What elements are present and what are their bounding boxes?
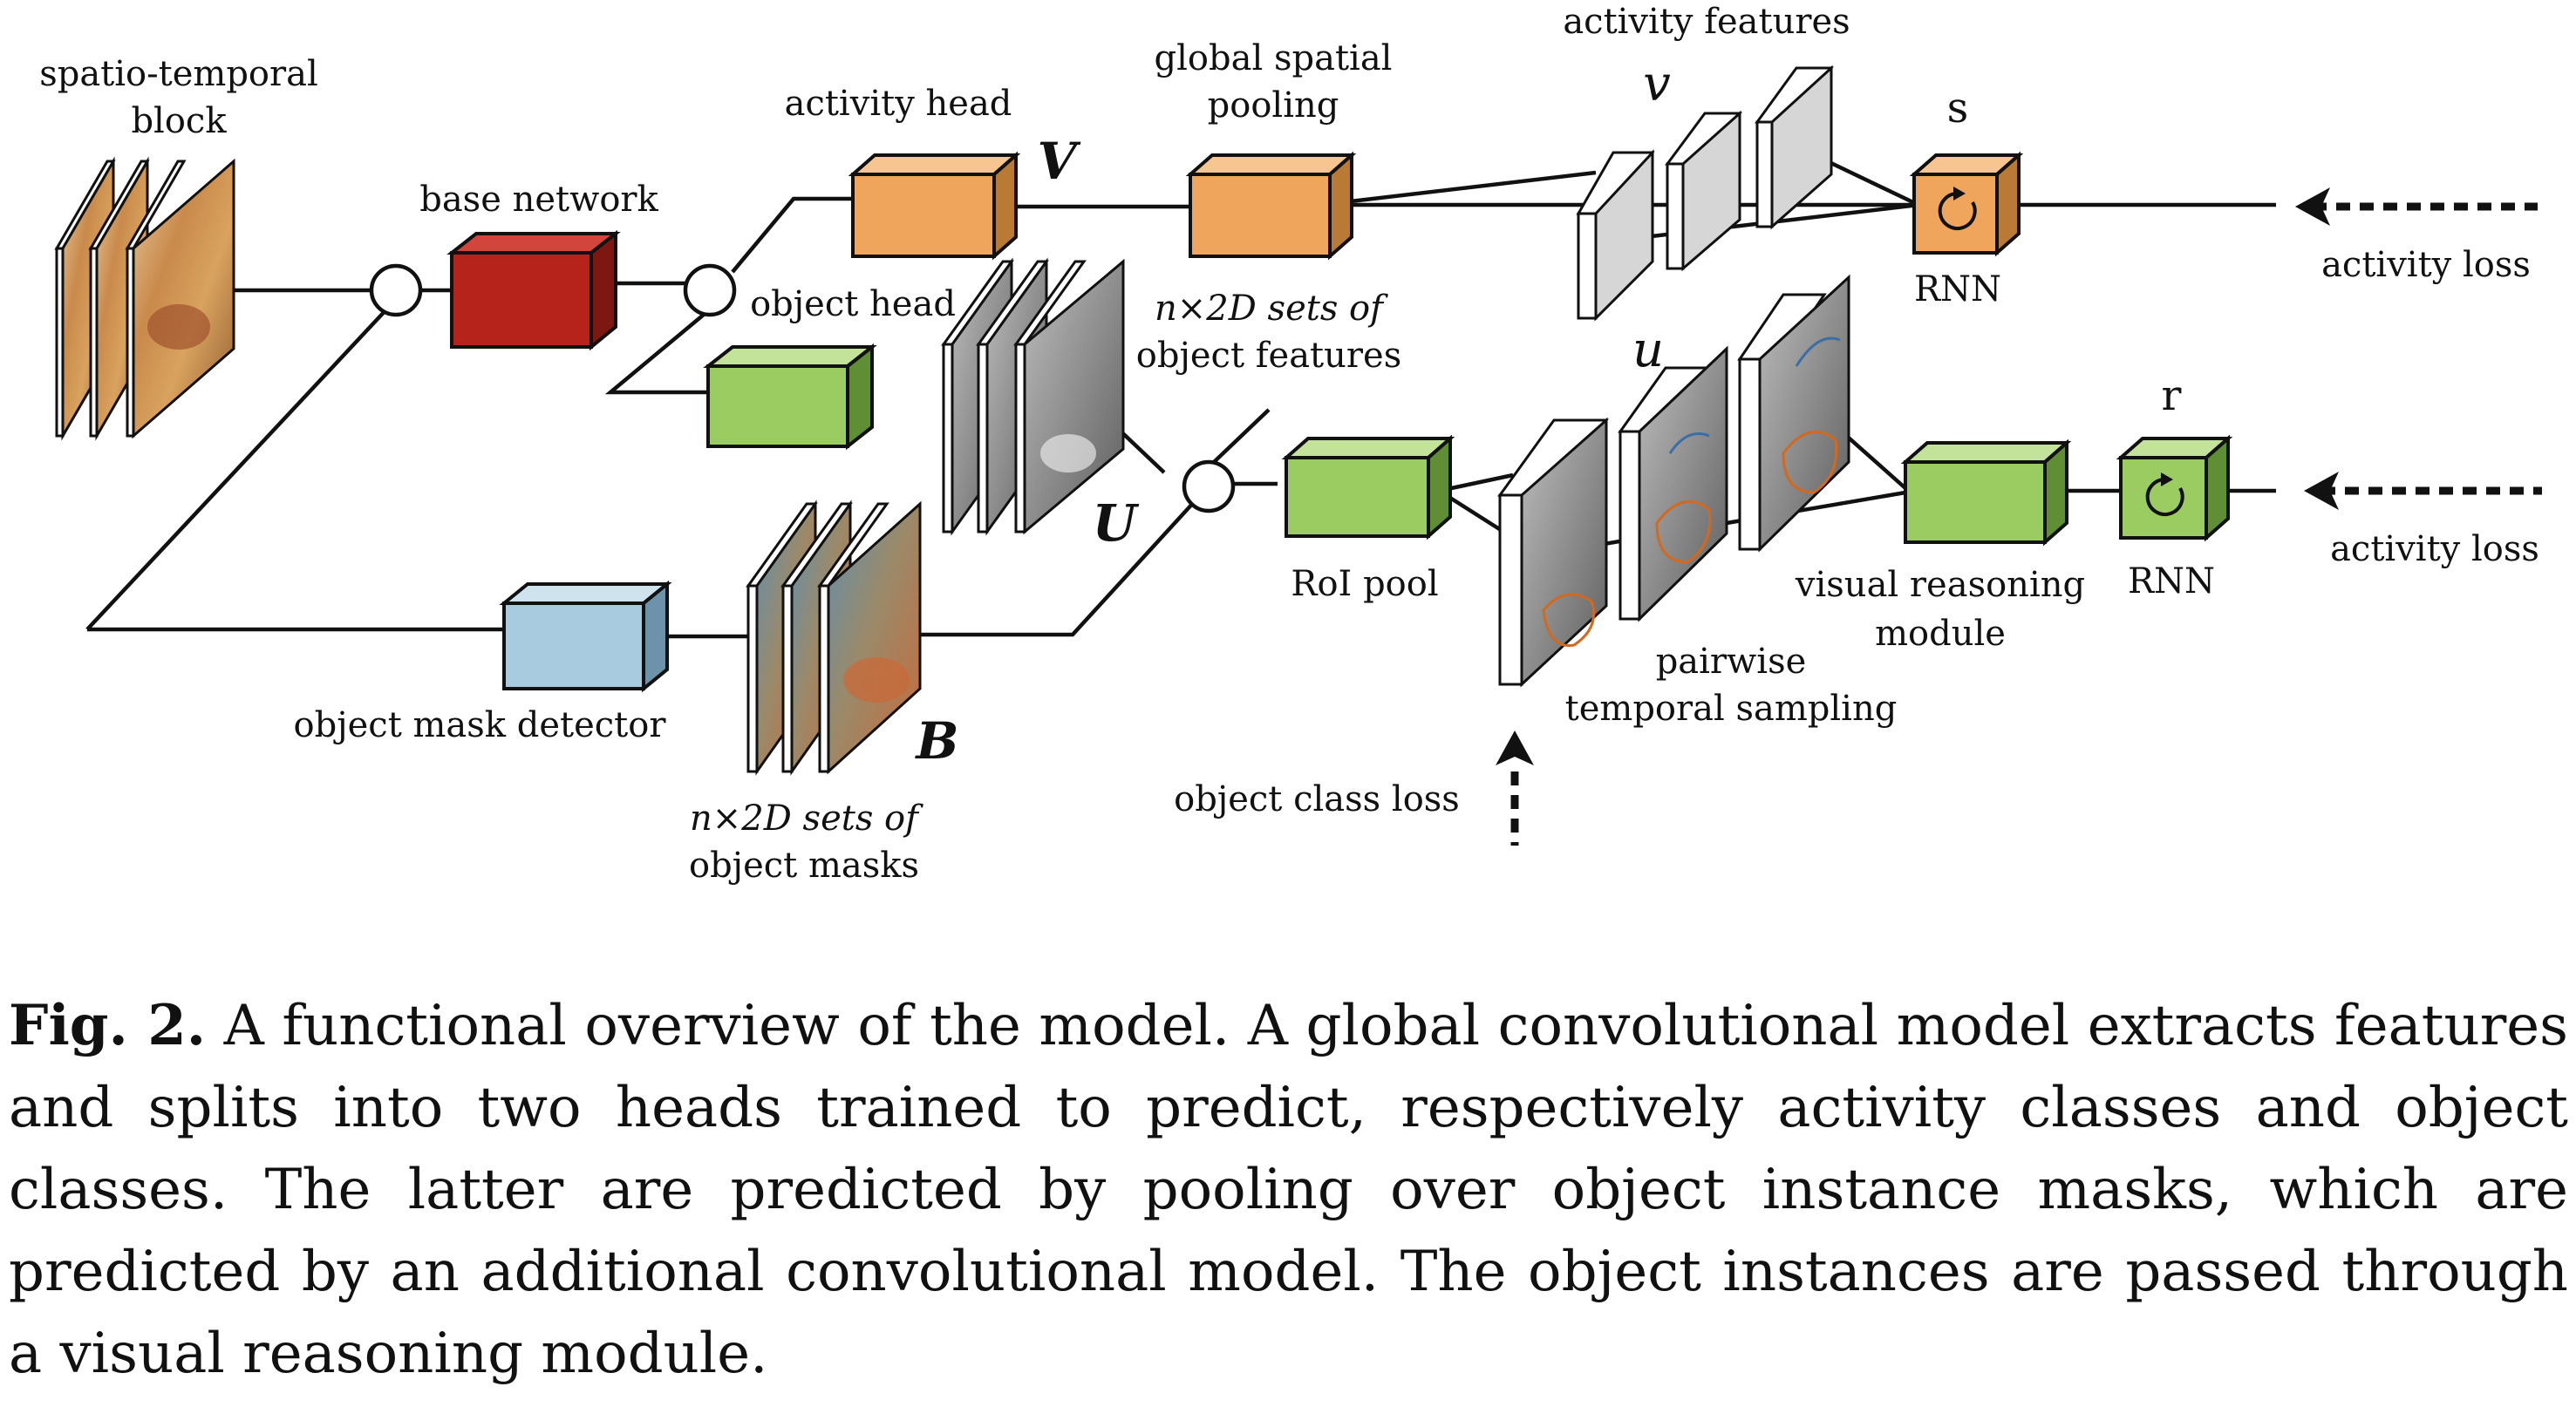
symbol-V: V	[1037, 132, 1080, 191]
figure-caption: Fig. 2. A functional overview of the mod…	[9, 985, 2568, 1395]
caption-text: A functional overview of the model. A gl…	[9, 994, 2569, 1386]
merge-node-3	[1182, 459, 1236, 513]
caption-label: Fig. 2.	[9, 993, 207, 1058]
rnn-bottom-block	[2116, 434, 2233, 542]
object-features-label-2: object features	[1136, 336, 1401, 376]
symbol-v: v	[1643, 56, 1671, 112]
activity-feature-slabs	[1576, 65, 1834, 322]
base-network-block	[446, 229, 621, 351]
object-feature-stack	[941, 257, 1125, 536]
activity-loss-arrow-bottom	[2304, 472, 2542, 510]
activity-head-block	[848, 151, 1021, 261]
visual-reasoning-label-2: module	[1875, 614, 2006, 654]
model-diagram: spatio-temporal block base network activ…	[39, 2, 2542, 886]
object-head-block	[703, 343, 877, 451]
object-mask-detector-label: object mask detector	[294, 705, 667, 745]
visual-reasoning-module-block	[1900, 438, 2072, 547]
spatio-temporal-label-2: block	[131, 101, 227, 141]
connections	[85, 144, 2276, 639]
object-masks-label-1: n×2D sets of	[690, 799, 923, 839]
rnn-top-block	[1909, 151, 2024, 257]
symbol-u: u	[1632, 322, 1664, 378]
object-mask-detector-block	[499, 580, 672, 693]
roi-pool-block	[1281, 434, 1455, 540]
roi-pool-label: RoI pool	[1291, 564, 1438, 604]
rnn-top-label: RNN	[1914, 269, 2001, 309]
symbol-U: U	[1093, 493, 1140, 553]
activity-features-label: activity features	[1563, 2, 1850, 42]
object-head-label: object head	[750, 284, 956, 324]
activity-head-label: activity head	[785, 84, 1012, 124]
merge-node-2	[683, 263, 737, 317]
pairwise-label-2: temporal sampling	[1565, 689, 1898, 729]
visual-reasoning-label-1: visual reasoning	[1795, 565, 2085, 605]
activity-loss-arrow-top	[2295, 187, 2538, 226]
activity-loss-top-label: activity loss	[2321, 245, 2531, 285]
global-pooling-label-1: global spatial	[1155, 38, 1393, 78]
activity-loss-bottom-label: activity loss	[2330, 529, 2539, 569]
object-masks-label-2: object masks	[689, 846, 919, 886]
symbol-s: s	[1947, 84, 1969, 133]
rnn-bottom-label: RNN	[2128, 561, 2215, 602]
merge-node-1	[369, 263, 423, 317]
spatio-temporal-label-1: spatio-temporal	[39, 54, 318, 94]
object-class-loss-label: object class loss	[1174, 779, 1460, 819]
global-pooling-block	[1185, 151, 1357, 261]
object-mask-stack	[746, 500, 922, 776]
symbol-r: r	[2162, 371, 2182, 420]
object-class-loss-arrow	[1496, 731, 1534, 846]
base-network-label: base network	[419, 180, 658, 220]
spatio-temporal-block	[54, 156, 235, 441]
pairwise-label-1: pairwise	[1656, 642, 1807, 682]
global-pooling-label-2: pooling	[1208, 85, 1339, 126]
pairwise-frames	[1497, 274, 1850, 688]
symbol-B: B	[914, 711, 958, 771]
object-features-label-1: n×2D sets of	[1155, 289, 1388, 329]
